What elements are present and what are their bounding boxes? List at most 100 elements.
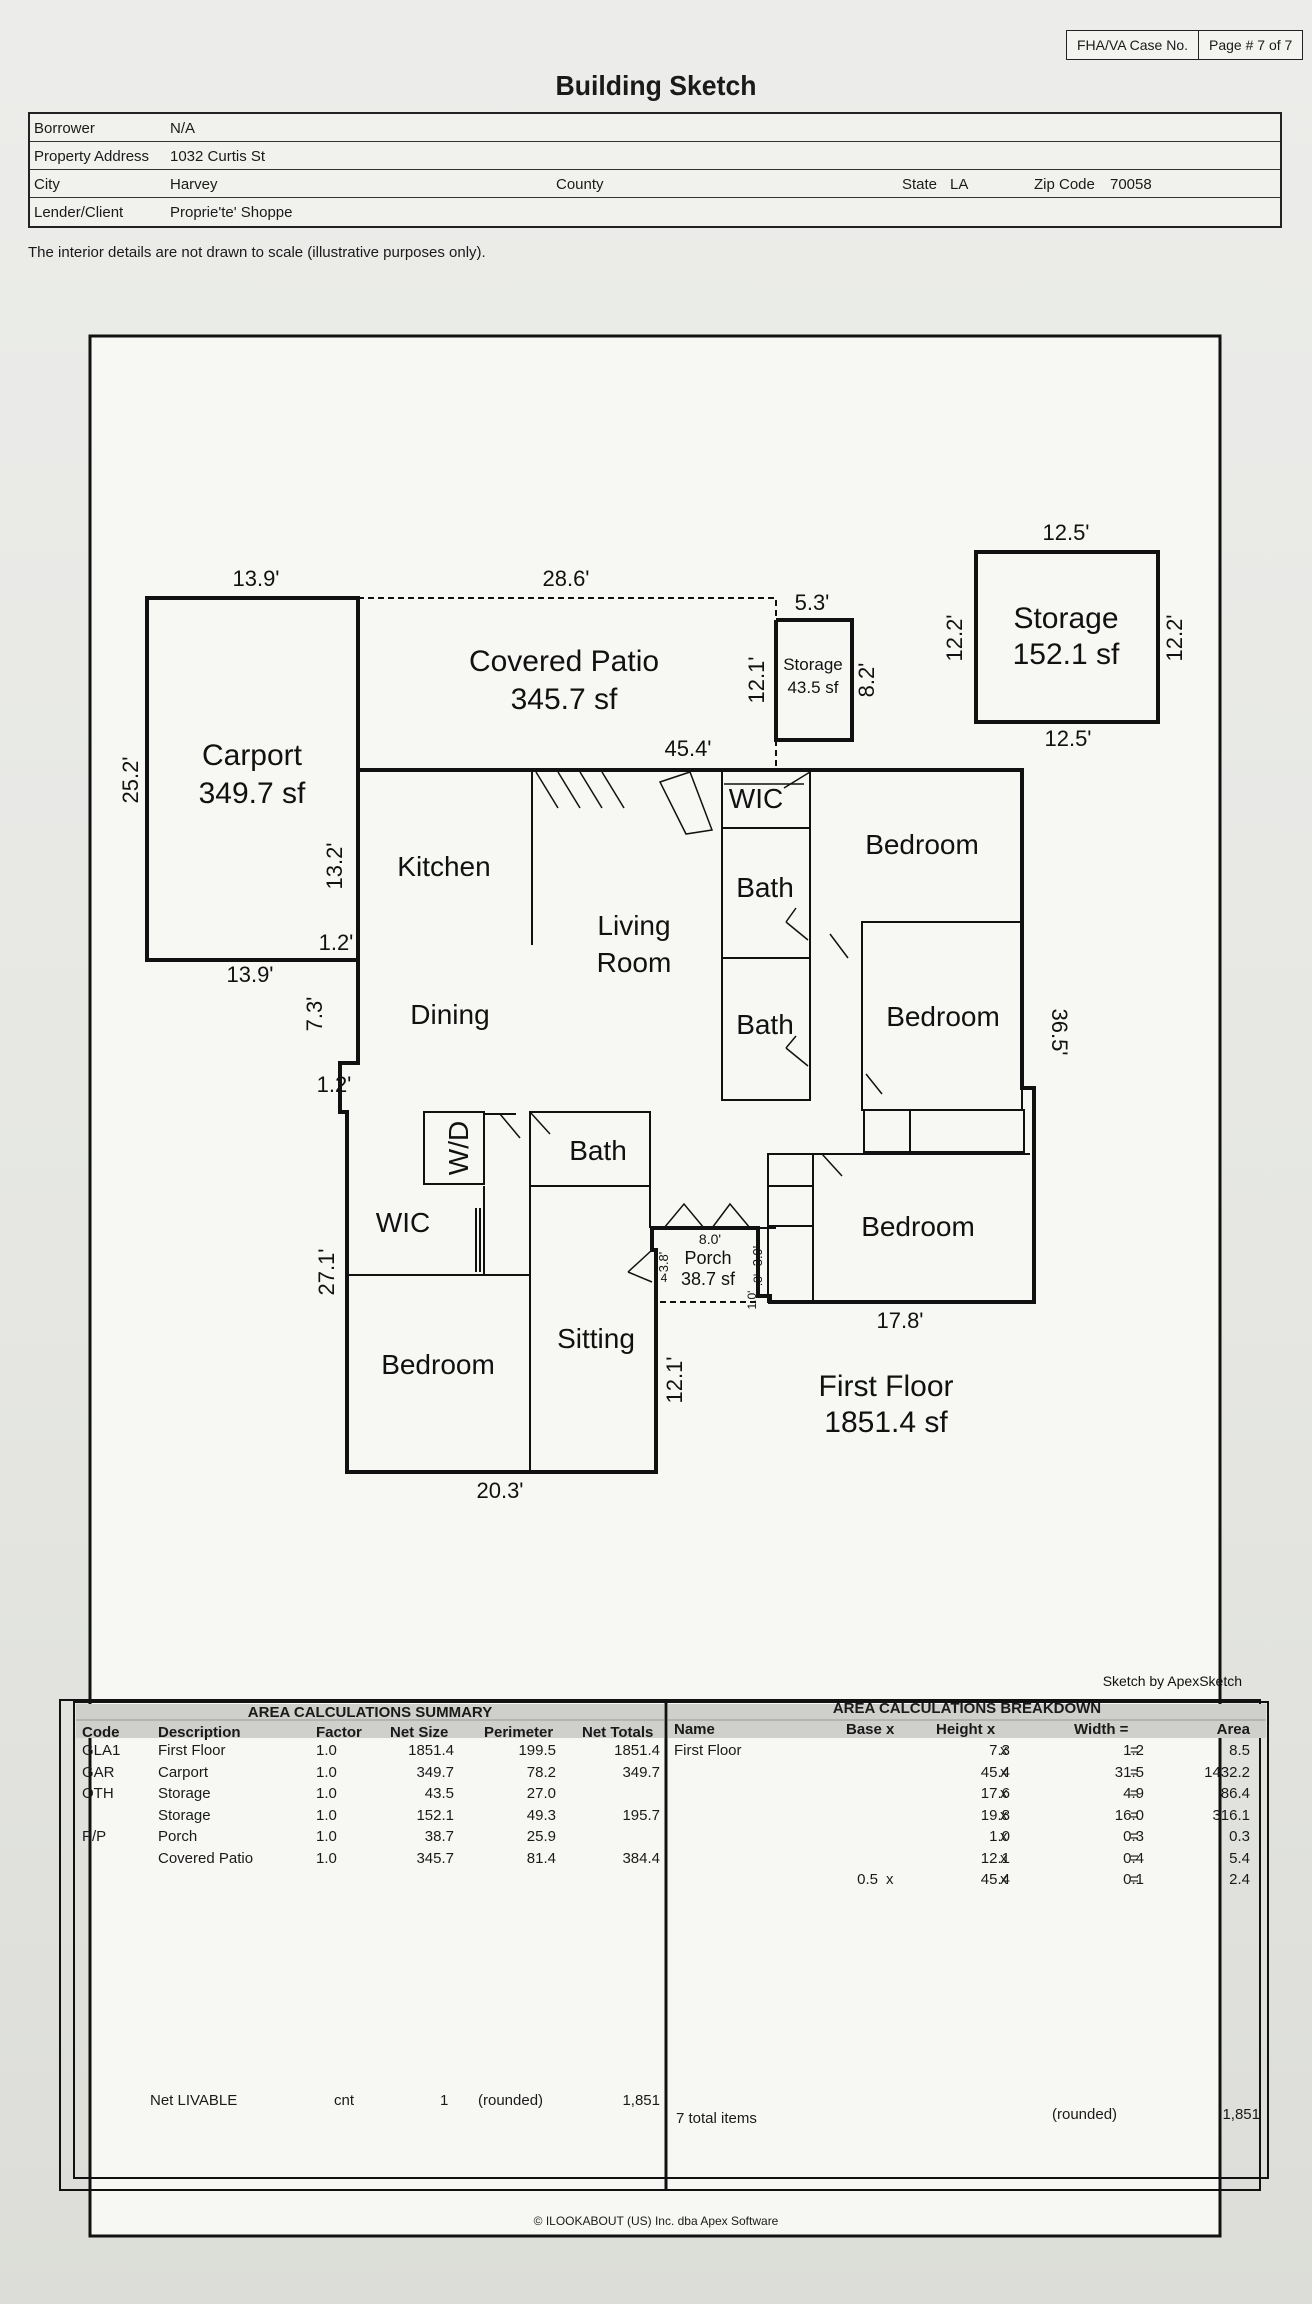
covered-patio-area: 345.7 sf	[511, 683, 618, 716]
dim-storage-large-left: 12.2'	[942, 614, 967, 661]
door-swings	[499, 771, 883, 1283]
breakdown-operator: x	[1000, 1806, 1008, 1824]
city-label: City	[34, 176, 60, 193]
storage-large-area: 152.1 sf	[1013, 638, 1120, 671]
dim-porch-right: 3.9'	[750, 1246, 765, 1267]
breakdown-area-cell: 8.5	[1229, 1742, 1250, 1759]
breakdown-operator: x	[1000, 1785, 1008, 1802]
breakdown-operator: =	[1130, 1828, 1139, 1845]
property-info-table: Borrower N/A Property Address 1032 Curti…	[28, 112, 1282, 228]
breakdown-operator: x	[886, 1871, 894, 1888]
bedroom-label-2: Bedroom	[886, 1001, 1000, 1032]
summary-cell: 345.7	[416, 1849, 454, 1867]
wic-label-1: WIC	[729, 783, 783, 814]
porch-label: Porch	[684, 1248, 731, 1268]
dim-carport-top: 13.9'	[232, 566, 279, 591]
bath-label-2: Bath	[736, 1009, 794, 1040]
living-room-label-1: Living	[597, 910, 670, 941]
summary-cell: 384.4	[622, 1849, 660, 1867]
summary-cell: 1851.4	[614, 1742, 660, 1759]
bedroom-label-4: Bedroom	[381, 1349, 495, 1380]
breakdown-width-cell: 1.2	[1123, 1742, 1144, 1759]
zip-label: Zip Code	[1034, 176, 1095, 193]
breakdown-operator: x	[1000, 1849, 1008, 1867]
breakdown-area-cell: 316.1	[1212, 1806, 1250, 1824]
col-area: Area	[1216, 1721, 1250, 1738]
summary-cell: 1.0	[316, 1828, 337, 1845]
col-perimeter: Perimeter	[484, 1724, 554, 1741]
summary-cell: First Floor	[158, 1742, 226, 1759]
breakdown-height-cell: 19.8	[980, 1806, 1010, 1824]
col-net-totals: Net Totals	[582, 1724, 654, 1741]
kitchen-label: Kitchen	[397, 851, 490, 882]
breakdown-area-cell: 86.4	[1220, 1785, 1250, 1802]
dim-notch-bottom: 1.2'	[317, 1072, 352, 1097]
storage-small-label: Storage	[783, 655, 843, 674]
scale-note: The interior details are not drawn to sc…	[28, 244, 486, 261]
breakdown-area-cell: 1432.2	[1204, 1763, 1250, 1781]
bedroom-label-1: Bedroom	[865, 829, 979, 860]
net-livable-value: 1,851	[622, 2092, 660, 2109]
lender-value: Proprie'te' Shoppe	[170, 204, 293, 221]
summary-cell: GAR	[82, 1763, 115, 1781]
wic-label-2: WIC	[376, 1207, 430, 1238]
dim-storage-large-top: 12.5'	[1042, 520, 1089, 545]
breakdown-operator: =	[1130, 1806, 1139, 1824]
breakdown-area-cell: 5.4	[1229, 1849, 1250, 1867]
breakdown-operator: =	[1130, 1763, 1139, 1781]
breakdown-area-cell: 2.4	[1229, 1871, 1250, 1888]
dim-porch-left: 3.8'	[656, 1252, 671, 1273]
dim-porch-small-a: .3'	[751, 1274, 765, 1286]
storage-large-label: Storage	[1013, 602, 1118, 635]
summary-cell: 349.7	[416, 1763, 454, 1781]
breakdown-height-cell: 45.4	[980, 1871, 1010, 1888]
wd-label: W/D	[443, 1121, 474, 1175]
dim-porch-small-b: 1.0'	[745, 1291, 759, 1310]
summary-cell: OTH	[82, 1785, 114, 1802]
dim-storage-large-right: 12.2'	[1162, 614, 1187, 661]
covered-patio-label: Covered Patio	[469, 645, 659, 678]
summary-cell: Covered Patio	[158, 1849, 254, 1867]
net-livable-rounded: (rounded)	[478, 2092, 544, 2109]
breakdown-height-cell: 1.0	[989, 1828, 1010, 1845]
summary-cell: 1851.4	[408, 1742, 454, 1759]
dim-patio-top: 28.6'	[542, 566, 589, 591]
net-livable-count: 1	[440, 2092, 449, 2109]
dim-carport-left: 25.2'	[118, 756, 143, 803]
breakdown-height-cell: 17.6	[980, 1785, 1010, 1802]
dim-porch-top: 8.0'	[699, 1231, 721, 1247]
breakdown-width-cell: 0.4	[1123, 1849, 1144, 1867]
total-items: 7 total items	[676, 2110, 757, 2127]
summary-title: AREA CALCULATIONS SUMMARY	[247, 1704, 493, 1721]
bath-label-3: Bath	[569, 1135, 627, 1166]
state-label: State	[902, 176, 938, 193]
summary-cell: 1.0	[316, 1806, 337, 1824]
first-floor-area: 1851.4 sf	[824, 1406, 948, 1439]
porch-area: 38.7 sf	[681, 1269, 736, 1289]
dim-house-bottom: 20.3'	[476, 1478, 523, 1503]
dim-carport-bottom: 13.9'	[226, 962, 273, 987]
summary-cell: 1.0	[316, 1763, 337, 1781]
dim-storage-small-top: 5.3'	[795, 590, 830, 615]
dim-house-right: 36.5'	[1047, 1008, 1072, 1055]
sitting-label: Sitting	[557, 1323, 635, 1354]
summary-cell: Porch	[158, 1828, 198, 1845]
interior-walls	[349, 772, 1030, 1472]
breakdown-total: 1,851	[1222, 2106, 1260, 2123]
breakdown-operator: =	[1130, 1849, 1139, 1867]
summary-cell: 49.3	[526, 1806, 556, 1824]
breakdown-height-cell: 12.1	[980, 1849, 1010, 1867]
summary-cell: 27.0	[526, 1785, 556, 1802]
summary-cell: 43.5	[424, 1785, 454, 1802]
breakdown-width-cell: 0.3	[1123, 1828, 1144, 1845]
summary-cell: 349.7	[622, 1763, 660, 1781]
breakdown-base-cell: 0.5	[857, 1871, 878, 1888]
case-number-box: FHA/VA Case No. Page # 7 of 7	[1066, 30, 1304, 60]
borrower-row: Borrower N/A	[30, 114, 1280, 142]
room-labels: Carport 349.7 sf Covered Patio 345.7 sf …	[199, 602, 1120, 1439]
case-no-label: FHA/VA Case No.	[1077, 37, 1189, 53]
breakdown-operator: =	[1130, 1871, 1139, 1888]
bedroom-label-3: Bedroom	[861, 1211, 975, 1242]
